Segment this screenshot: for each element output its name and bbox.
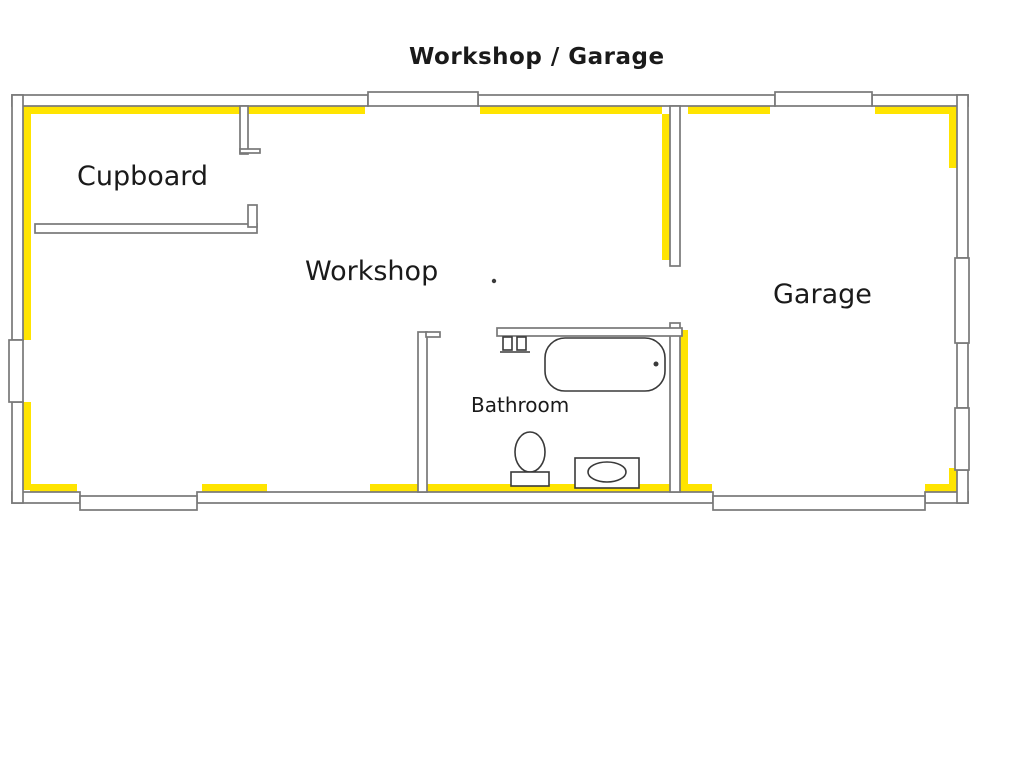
window-top-right xyxy=(774,91,873,107)
cupboard-wall xyxy=(34,223,258,234)
cupboard-door-jamb xyxy=(247,204,258,228)
wall-bottom-mid xyxy=(196,491,714,504)
highlight-left-lower xyxy=(23,402,31,490)
room-label-bathroom: Bathroom xyxy=(471,393,570,417)
window-left xyxy=(8,339,24,403)
wall-top-mid xyxy=(477,94,776,107)
room-label-workshop: Workshop xyxy=(305,256,439,287)
highlight-top-garage xyxy=(688,106,770,114)
room-label-garage: Garage xyxy=(773,279,872,310)
bathroom-door-jamb xyxy=(425,331,441,338)
window-top-left xyxy=(367,91,479,107)
plan-title: Workshop / Garage xyxy=(409,44,665,70)
door-handle-dot-icon xyxy=(653,361,659,367)
outer-walls xyxy=(11,94,969,504)
highlight-partition-upper xyxy=(662,114,670,260)
wall-right-lower xyxy=(956,469,969,504)
wall-left-upper xyxy=(11,94,24,341)
highlight-bottom-right xyxy=(925,484,957,492)
wall-right-mid xyxy=(956,342,969,409)
cupboard-stub-tick xyxy=(239,148,261,154)
bathroom-left-wall xyxy=(417,331,428,493)
bathtub-icon xyxy=(544,337,666,392)
cupboard-wall-stub xyxy=(239,105,249,155)
highlight-top-right xyxy=(875,106,955,114)
wall-left-lower xyxy=(11,401,24,504)
stray-dot xyxy=(491,278,497,284)
window-right-lower xyxy=(954,407,970,471)
highlight-bottom-mid xyxy=(370,484,712,492)
bathroom-fixtures xyxy=(500,336,666,489)
bath-tap-icon xyxy=(502,336,513,351)
wall-top-right xyxy=(871,94,969,107)
toilet-bowl-icon xyxy=(514,431,546,473)
highlight-right-lower xyxy=(949,468,957,492)
highlight-left-upper xyxy=(23,106,31,340)
bath-tap-icon xyxy=(516,336,527,351)
wall-right-upper xyxy=(956,94,969,259)
room-label-cupboard: Cupboard xyxy=(77,161,209,192)
partition-wall-lower xyxy=(669,322,681,493)
highlight-partition-lower xyxy=(680,330,688,484)
toilet-cistern-icon xyxy=(510,471,550,487)
highlight-right-upper xyxy=(949,106,957,168)
highlight-top-left xyxy=(30,106,365,114)
bathroom-top-wall xyxy=(496,327,683,337)
basin-bowl-icon xyxy=(587,461,627,483)
window-bottom-left xyxy=(79,495,198,511)
highlight-bottom-mid-left xyxy=(202,484,267,492)
window-right-upper xyxy=(954,257,970,344)
highlight-top-mid xyxy=(480,106,662,114)
partition-wall-upper xyxy=(669,105,681,267)
window-bottom-right xyxy=(712,495,926,511)
interior-walls xyxy=(34,105,683,493)
wall-highlights xyxy=(23,106,957,492)
highlight-bottom-left xyxy=(30,484,77,492)
wall-top-left xyxy=(11,94,369,107)
windows xyxy=(8,91,970,511)
